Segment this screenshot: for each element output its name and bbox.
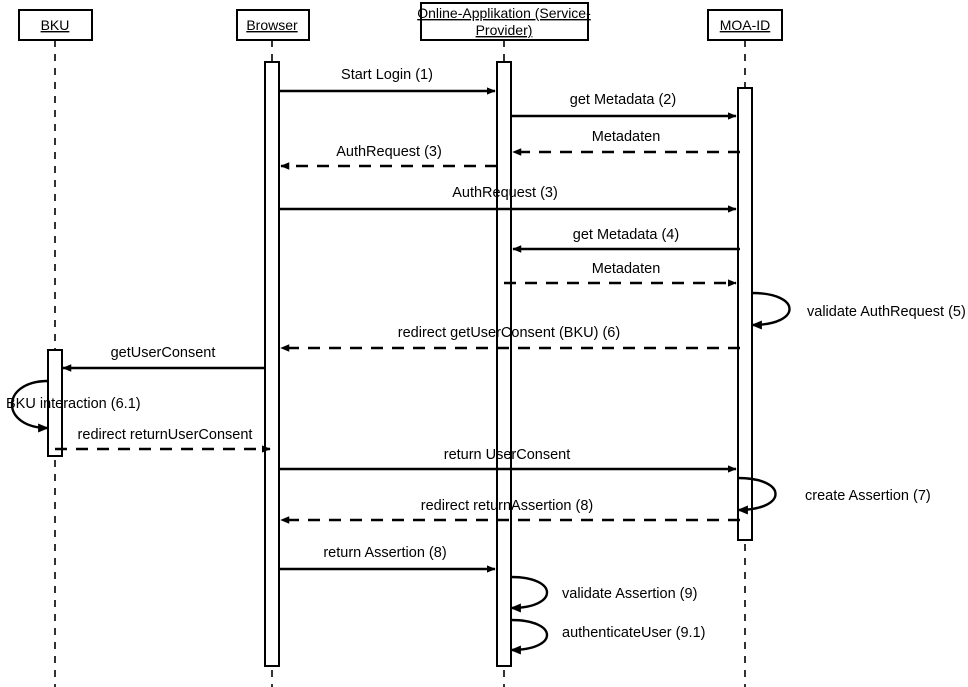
message-label-m9: getUserConsent xyxy=(111,345,216,361)
participant-label-moaid: MOA-ID xyxy=(720,17,771,33)
message-label-m2: get Metadata (2) xyxy=(570,92,676,108)
participant-box-moaid[interactable] xyxy=(707,9,783,41)
message-m6[interactable]: get Metadata (4) xyxy=(512,227,740,253)
participant-label-oa: Provider) xyxy=(476,22,533,38)
self-message-s4[interactable]: validate Assertion (9) xyxy=(510,575,697,613)
participant-box-oa[interactable] xyxy=(420,2,589,41)
message-m4[interactable]: AuthRequest (3) xyxy=(280,144,497,170)
message-m11[interactable]: return UserConsent xyxy=(279,447,737,473)
message-m13[interactable]: return Assertion (8) xyxy=(279,545,496,573)
message-label-m3: Metadaten xyxy=(592,129,661,145)
message-label-m10: redirect returnUserConsent xyxy=(78,427,253,443)
self-message-label-s5: authenticateUser (9.1) xyxy=(562,625,705,641)
participant-box-browser[interactable] xyxy=(236,9,310,41)
self-message-s5[interactable]: authenticateUser (9.1) xyxy=(510,618,705,655)
self-message-arrow-s3 xyxy=(737,476,777,515)
message-label-m8: redirect getUserConsent (BKU) (6) xyxy=(398,325,620,341)
messages-layer: Start Login (1) get Metadata (2) Metadaten… xyxy=(55,67,740,573)
self-message-label-s1: validate AuthRequest (5) xyxy=(807,304,966,320)
message-label-m7: Metadaten xyxy=(592,261,661,277)
activation-bar-moaid xyxy=(737,87,753,541)
self-message-arrow-s5 xyxy=(510,618,549,655)
message-label-m6: get Metadata (4) xyxy=(573,227,679,243)
message-m3[interactable]: Metadaten xyxy=(512,129,740,156)
message-label-m1: Start Login (1) xyxy=(341,67,433,83)
self-message-arrow-s2 xyxy=(10,379,49,433)
activation-bar-browser xyxy=(264,61,280,667)
message-m2[interactable]: get Metadata (2) xyxy=(511,92,737,120)
self-message-arrow-s1 xyxy=(751,291,791,330)
activation-bar-oa xyxy=(496,61,512,667)
participant-label-bku: BKU xyxy=(41,17,70,33)
message-label-m4: AuthRequest (3) xyxy=(336,144,442,160)
message-m8[interactable]: redirect getUserConsent (BKU) (6) xyxy=(280,325,740,352)
self-message-arrow-s4 xyxy=(510,575,549,613)
message-m5[interactable]: AuthRequest (3) xyxy=(279,185,737,213)
message-m1[interactable]: Start Login (1) xyxy=(279,67,496,95)
self-messages-layer: validate AuthRequest (5) BKU interaction … xyxy=(6,291,966,655)
message-label-m11: return UserConsent xyxy=(444,447,571,463)
participant-box-bku[interactable] xyxy=(18,9,93,41)
self-message-label-s4: validate Assertion (9) xyxy=(562,586,697,602)
message-label-m13: return Assertion (8) xyxy=(323,545,446,561)
message-label-m12: redirect returnAssertion (8) xyxy=(421,498,593,514)
message-label-m5: AuthRequest (3) xyxy=(452,185,558,201)
message-m12[interactable]: redirect returnAssertion (8) xyxy=(280,498,740,524)
message-m10[interactable]: redirect returnUserConsent xyxy=(55,427,271,453)
self-message-label-s2: BKU interaction (6.1) xyxy=(6,396,141,412)
self-message-label-s3: create Assertion (7) xyxy=(805,488,931,504)
self-message-s2[interactable]: BKU interaction (6.1) xyxy=(6,379,141,433)
activations-layer xyxy=(47,61,753,667)
activation-bar-bku xyxy=(47,349,63,457)
participant-label-browser: Browser xyxy=(246,17,298,33)
message-m9[interactable]: getUserConsent xyxy=(62,345,265,372)
lifeline-bku: BKU xyxy=(18,9,93,687)
self-message-s3[interactable]: create Assertion (7) xyxy=(737,476,931,515)
participant-label-oa: Online-Applikation (Service- xyxy=(417,5,591,21)
self-message-s1[interactable]: validate AuthRequest (5) xyxy=(751,291,966,330)
message-m7[interactable]: Metadaten xyxy=(504,261,737,287)
